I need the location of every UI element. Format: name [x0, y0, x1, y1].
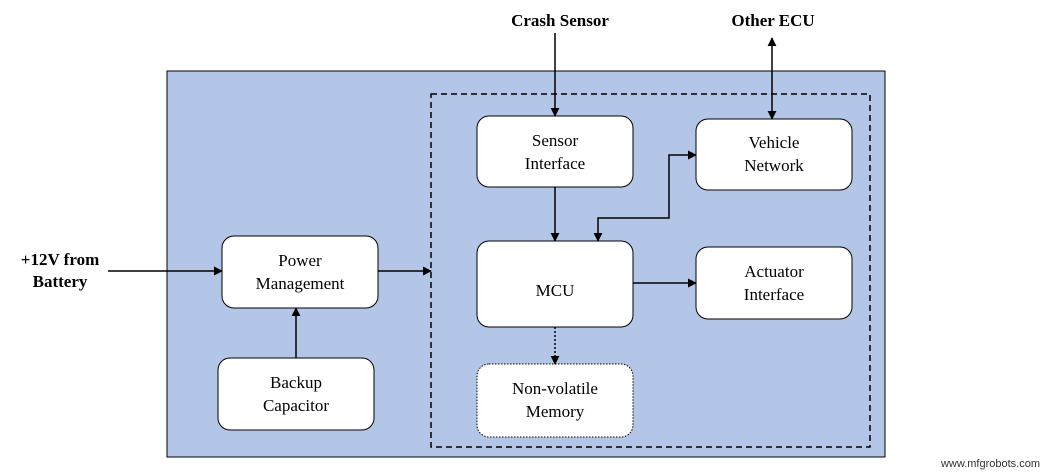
battery-label-line1: +12V from: [21, 250, 99, 269]
power-management-label-1: Power: [278, 251, 322, 270]
crash-sensor-label: Crash Sensor: [511, 11, 609, 30]
sensor-interface-label-2: Interface: [525, 154, 585, 173]
actuator-interface-label-1: Actuator: [744, 262, 804, 281]
vehicle-network-label-1: Vehicle: [749, 133, 800, 152]
mcu-vehicle-network-arrow: [593, 150, 697, 242]
watermark: www.mfgrobots.com: [940, 458, 1040, 470]
sensor-interface-label-1: Sensor: [532, 131, 579, 150]
other-ecu-label: Other ECU: [731, 11, 814, 30]
actuator-interface-label-2: Interface: [744, 285, 804, 304]
actuator-interface-block: Actuator Interface: [695, 246, 853, 320]
battery-label-line2: Battery: [33, 272, 88, 291]
nonvolatile-memory-label-1: Non-volatile: [512, 379, 598, 398]
nonvolatile-memory-block: Non-volatile Memory: [476, 363, 634, 438]
power-management-block: Power Management: [221, 235, 379, 309]
controller-boundary: [430, 93, 871, 448]
power-management-label-2: Management: [256, 274, 345, 293]
vehicle-network-block: Vehicle Network: [695, 118, 853, 191]
sensor-interface-block: Sensor Interface: [476, 115, 634, 188]
backup-capacitor-label-2: Capacitor: [263, 396, 329, 415]
mcu-label: MCU: [536, 281, 575, 300]
nonvolatile-memory-label-2: Memory: [526, 402, 585, 421]
mcu-block: MCU: [476, 240, 634, 328]
backup-capacitor-label-1: Backup: [270, 373, 322, 392]
vehicle-network-label-2: Network: [744, 156, 804, 175]
backup-capacitor-block: Backup Capacitor: [217, 357, 375, 431]
